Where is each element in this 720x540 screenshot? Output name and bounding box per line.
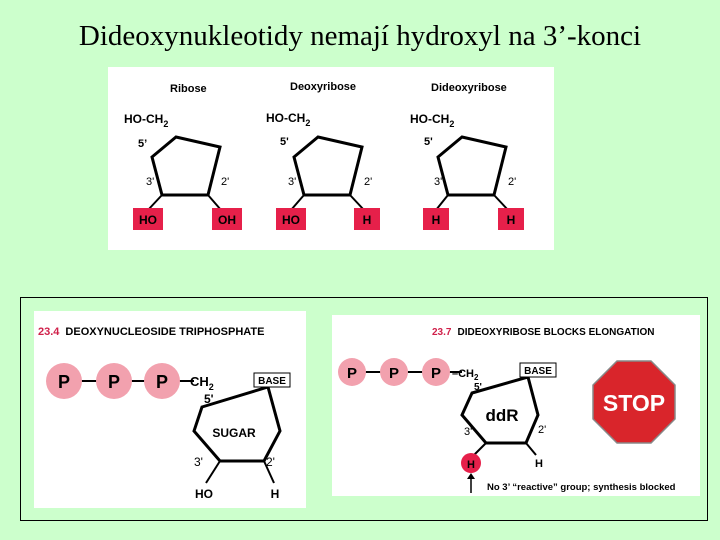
- deoxyribose-2-bond: [349, 194, 365, 211]
- ribose-structure: Ribose HO-CH2 5’ 3' 2' HO OH: [124, 83, 242, 230]
- dideoxyribose-2-bond: [493, 194, 509, 211]
- dd-phosphate-3: P: [431, 365, 441, 382]
- phosphate-2: P: [108, 372, 120, 392]
- dd-two-prime-label: 2': [538, 424, 546, 436]
- two-prime-bond: [263, 460, 275, 484]
- stop-text: STOP: [603, 390, 665, 416]
- elongation-note: No 3’ “reactive” group; synthesis blocke…: [487, 482, 676, 493]
- phosphate-3-circle: [144, 363, 180, 399]
- deoxyribose-ho-box: [276, 208, 306, 230]
- deoxyribose-2-prime: 2': [364, 176, 372, 188]
- ribose-ho: HO: [139, 213, 157, 227]
- dd-base-box: [519, 362, 557, 378]
- phosphate-3: P: [156, 372, 168, 392]
- dideoxyribose-2-prime: 2': [508, 176, 516, 188]
- base-label: BASE: [258, 376, 286, 387]
- deoxyribose-5-prime: 5': [280, 136, 289, 148]
- sugar-label: SUGAR: [212, 426, 256, 440]
- dd-three-prime-h-circle: [461, 453, 481, 473]
- dideoxyribose-3-bond: [435, 194, 449, 211]
- phosphate-1: P: [58, 372, 70, 392]
- base-box: [253, 372, 291, 388]
- ch2-label: CH2: [190, 374, 214, 392]
- dd-five-prime-label: 5': [474, 382, 482, 393]
- two-prime-label: 2': [266, 455, 275, 469]
- dd-phosphate-1-circle: [338, 358, 366, 386]
- ddr-label: ddR: [485, 406, 518, 425]
- ribose-ch2: HO-CH2: [124, 112, 168, 129]
- ribose-5-prime: 5’: [138, 138, 147, 150]
- deoxyribose-ch2: HO-CH2: [266, 111, 310, 128]
- three-prime-label: 3': [194, 455, 203, 469]
- ribose-ho-box: [133, 208, 163, 230]
- dd-phosphate-3-circle: [422, 358, 450, 386]
- deoxyribose-3-prime: 3': [288, 176, 296, 188]
- ribose-2-prime: 2': [221, 176, 229, 188]
- sugar-comparison-panel: Ribose HO-CH2 5’ 3' 2' HO OH Deoxyribose…: [108, 67, 554, 250]
- dideoxyribose-h3-box: [423, 208, 449, 230]
- ribose-3-bond: [147, 194, 163, 211]
- h-label: H: [271, 487, 280, 501]
- ribose-label: Ribose: [170, 83, 207, 95]
- ho-label: HO: [195, 487, 213, 501]
- dd-phosphate-2: P: [389, 365, 399, 382]
- deoxyribose-h-box: [354, 208, 380, 230]
- dd-three-prime-bond: [473, 442, 487, 456]
- deoxyribose-ho: HO: [282, 213, 300, 227]
- dideoxyribose-h2-box: [498, 208, 524, 230]
- note-arrow-head: [467, 473, 475, 479]
- ribose-oh-box: [212, 208, 242, 230]
- ribose-2-bond: [207, 194, 222, 211]
- ribose-3-prime: 3': [146, 176, 154, 188]
- dideoxyribose-h2: H: [507, 213, 516, 227]
- figures-frame: [20, 297, 708, 521]
- dd-three-prime-h: H: [467, 459, 475, 471]
- stop-sign-icon: STOP: [592, 360, 676, 444]
- dideoxyribose-structure: Dideoxyribose HO-CH2 5' 3' 2' H H: [410, 82, 524, 230]
- dd-base-label: BASE: [524, 366, 552, 377]
- five-prime-label: 5': [204, 392, 214, 406]
- deoxyribose-h: H: [363, 213, 372, 227]
- phosphate-2-circle: [96, 363, 132, 399]
- dd-two-prime-bond: [525, 442, 537, 456]
- deoxyribose-ring: [292, 135, 364, 197]
- dd-phosphate-1: P: [347, 365, 357, 382]
- dd-two-prime-h: H: [535, 458, 543, 470]
- slide-title: Dideoxynukleotidy nemají hydroxyl na 3’-…: [78, 20, 642, 52]
- deoxyribose-label: Deoxyribose: [290, 81, 356, 93]
- deoxyribose-structure: Deoxyribose HO-CH2 5' 3' 2' HO H: [266, 81, 380, 230]
- dideoxyribose-h3: H: [432, 213, 441, 227]
- ribose-ring: [150, 135, 222, 197]
- dideoxyribose-ch2: HO-CH2: [410, 112, 454, 129]
- dd-three-prime-label: 3': [464, 426, 472, 438]
- dideoxyribose-ring: [436, 135, 508, 197]
- dideoxyribose-3-prime: 3': [434, 176, 442, 188]
- ribose-oh: OH: [218, 213, 236, 227]
- three-prime-bond: [205, 460, 221, 484]
- dideoxyribose-label: Dideoxyribose: [431, 82, 507, 94]
- sugar-structures-svg: Ribose HO-CH2 5’ 3' 2' HO OH Deoxyribose…: [124, 81, 524, 230]
- dd-ch2-label: –CH2: [452, 368, 479, 382]
- deoxyribose-3-bond: [290, 194, 305, 211]
- stop-octagon: [592, 360, 676, 444]
- dd-phosphate-2-circle: [380, 358, 408, 386]
- dideoxyribose-5-prime: 5': [424, 136, 433, 148]
- phosphate-1-circle: [46, 363, 82, 399]
